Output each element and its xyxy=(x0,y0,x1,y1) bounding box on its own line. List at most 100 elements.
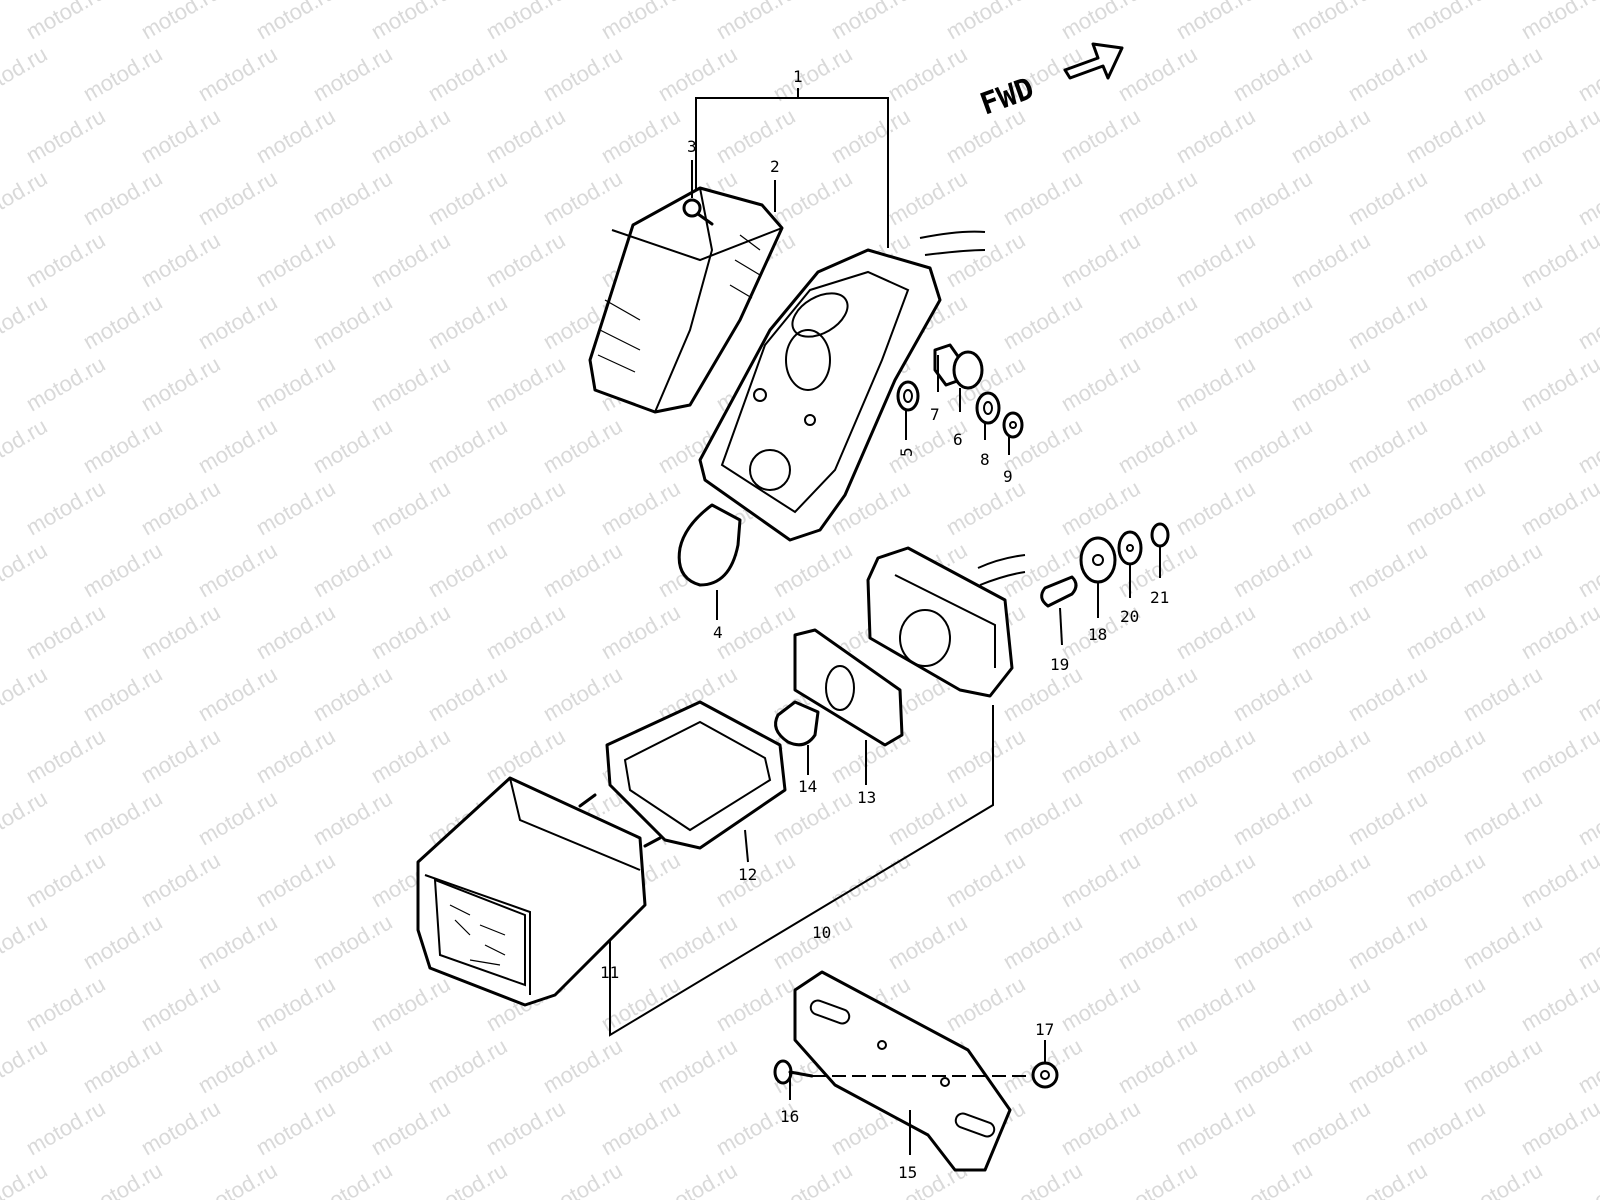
watermark-text: motod.ru xyxy=(1172,103,1260,168)
washer-20 xyxy=(1117,530,1143,566)
watermark-text: motod.ru xyxy=(194,785,282,850)
watermark-text: motod.ru xyxy=(827,0,915,44)
watermark-text: motod.ru xyxy=(1114,785,1202,850)
watermark-text: motod.ru xyxy=(482,103,570,168)
watermark-text: motod.ru xyxy=(137,971,225,1036)
callout-10: 10 xyxy=(812,923,831,942)
watermark-text: motod.ru xyxy=(1114,1033,1202,1098)
watermark-text: motod.ru xyxy=(1517,847,1600,912)
callout-17: 17 xyxy=(1035,1020,1054,1039)
watermark-text: motod.ru xyxy=(1229,537,1317,602)
watermark-text: motod.ru xyxy=(367,723,455,788)
watermark-text: motod.ru xyxy=(367,971,455,1036)
watermark-text: motod.ru xyxy=(999,1157,1087,1200)
watermark-text: motod.ru xyxy=(309,785,397,850)
watermark-text: motod.ru xyxy=(0,661,51,726)
watermark-text: motod.ru xyxy=(539,41,627,106)
watermark-text: motod.ru xyxy=(1287,0,1375,44)
watermark-text: motod.ru xyxy=(482,0,570,44)
watermark-text: motod.ru xyxy=(22,0,110,44)
callout-14: 14 xyxy=(798,777,817,796)
watermark-text: motod.ru xyxy=(1172,475,1260,540)
watermark-text: motod.ru xyxy=(1517,351,1600,416)
watermark-text: motod.ru xyxy=(999,909,1087,974)
watermark-text: motod.ru xyxy=(999,661,1087,726)
watermark-text: motod.ru xyxy=(367,103,455,168)
callout-13: 13 xyxy=(857,788,876,807)
watermark-text: motod.ru xyxy=(367,227,455,292)
watermark-text: motod.ru xyxy=(1459,289,1547,354)
watermark-text: motod.ru xyxy=(0,165,51,230)
watermark-text: motod.ru xyxy=(79,1157,167,1200)
watermark-text: motod.ru xyxy=(194,1033,282,1098)
watermark-text: motod.ru xyxy=(424,289,512,354)
watermark-text: motod.ru xyxy=(999,289,1087,354)
watermark-text: motod.ru xyxy=(79,537,167,602)
fwd-label: FWD xyxy=(976,71,1039,122)
watermark-text: motod.ru xyxy=(1459,909,1547,974)
watermark-text: motod.ru xyxy=(367,1095,455,1160)
watermark-text: motod.ru xyxy=(424,41,512,106)
watermark-text: motod.ru xyxy=(252,227,340,292)
callout-11: 11 xyxy=(600,963,619,982)
watermark-text: motod.ru xyxy=(1229,165,1317,230)
callout-5: 5 xyxy=(897,447,916,457)
assembly-bracket-1 xyxy=(695,88,889,248)
watermark-text: motod.ru xyxy=(1057,847,1145,912)
watermark-text: motod.ru xyxy=(252,723,340,788)
watermark-text: motod.ru xyxy=(1114,41,1202,106)
watermark-text: motod.ru xyxy=(424,1033,512,1098)
watermark-text: motod.ru xyxy=(1459,785,1547,850)
watermark-text: motod.ru xyxy=(137,475,225,540)
watermark-text: motod.ru xyxy=(1574,1157,1600,1200)
watermark-text: motod.ru xyxy=(79,661,167,726)
watermark-text: motod.ru xyxy=(79,909,167,974)
watermark-text: motod.ru xyxy=(1402,475,1490,540)
watermark-text: motod.ru xyxy=(1172,599,1260,664)
watermark-text: motod.ru xyxy=(1057,1095,1145,1160)
watermark-text: motod.ru xyxy=(884,909,972,974)
watermark-text: motod.ru xyxy=(79,41,167,106)
watermark-text: motod.ru xyxy=(309,41,397,106)
watermark-text: motod.ru xyxy=(1344,413,1432,478)
watermark-text: motod.ru xyxy=(539,1033,627,1098)
watermark-text: motod.ru xyxy=(1517,475,1600,540)
watermark-text: motod.ru xyxy=(1574,785,1600,850)
watermark-text: motod.ru xyxy=(1344,1157,1432,1200)
watermark-text: motod.ru xyxy=(79,165,167,230)
watermark-text: motod.ru xyxy=(884,785,972,850)
watermark-text: motod.ru xyxy=(79,413,167,478)
watermark-text: motod.ru xyxy=(194,1157,282,1200)
watermark-text: motod.ru xyxy=(309,1157,397,1200)
callout-4: 4 xyxy=(713,623,723,642)
watermark-text: motod.ru xyxy=(884,165,972,230)
watermark-text: motod.ru xyxy=(597,0,685,44)
watermark-text: motod.ru xyxy=(1287,599,1375,664)
watermark-text: motod.ru xyxy=(1287,475,1375,540)
watermark-text: motod.ru xyxy=(1574,661,1600,726)
watermark-text: motod.ru xyxy=(1574,1033,1600,1098)
watermark-text: motod.ru xyxy=(942,971,1030,1036)
watermark-text: motod.ru xyxy=(0,785,51,850)
watermark-text: motod.ru xyxy=(1402,103,1490,168)
watermark-text: motod.ru xyxy=(252,475,340,540)
watermark-text: motod.ru xyxy=(194,537,282,602)
watermark-text: motod.ru xyxy=(22,1095,110,1160)
watermark-text: motod.ru xyxy=(1517,599,1600,664)
watermark-text: motod.ru xyxy=(654,1033,742,1098)
tail-light-gasket xyxy=(605,700,787,850)
watermark-text: motod.ru xyxy=(712,0,800,44)
watermark-text: motod.ru xyxy=(712,599,800,664)
watermark-text: motod.ru xyxy=(539,165,627,230)
watermark-text: motod.ru xyxy=(424,537,512,602)
watermark-text: motod.ru xyxy=(1172,847,1260,912)
bulb-14 xyxy=(774,700,820,747)
watermark-text: motod.ru xyxy=(654,41,742,106)
watermark-text: motod.ru xyxy=(194,413,282,478)
watermark-text: motod.ru xyxy=(482,227,570,292)
watermark-text: motod.ru xyxy=(22,103,110,168)
watermark-text: motod.ru xyxy=(1287,1095,1375,1160)
watermark-text: motod.ru xyxy=(827,103,915,168)
watermark-text: motod.ru xyxy=(1574,41,1600,106)
watermark-text: motod.ru xyxy=(367,351,455,416)
